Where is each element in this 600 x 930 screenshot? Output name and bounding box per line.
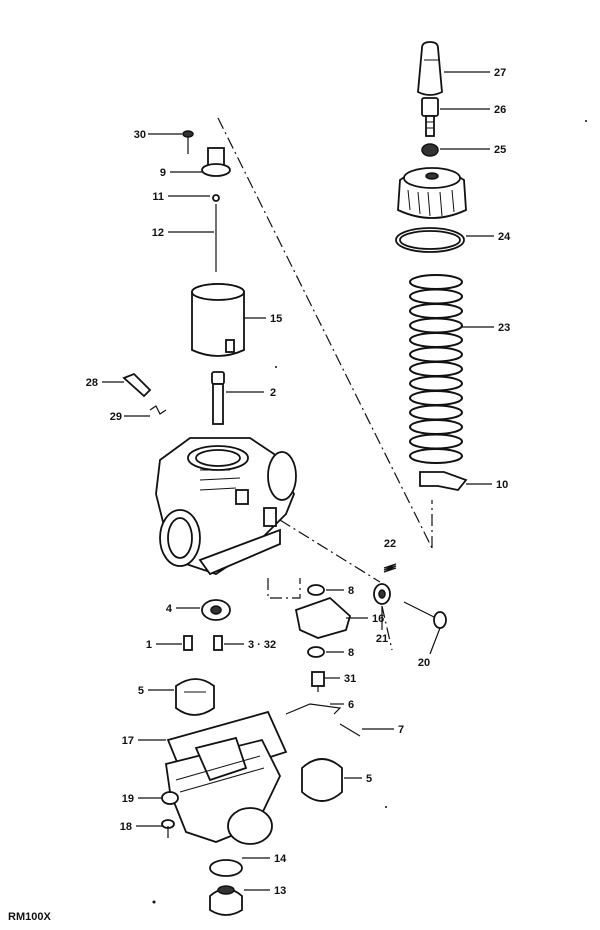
part-27-adjuster-cap — [417, 41, 443, 96]
spring-coil — [409, 288, 463, 305]
spring-coil — [409, 419, 463, 435]
callout-label-8b: 8 — [348, 647, 354, 659]
callout-label-3: 3 · 32 — [248, 639, 276, 651]
spring-coil — [409, 404, 463, 421]
spring-coil — [409, 303, 463, 319]
part-4-washer — [201, 599, 231, 621]
part-13-drain-plug — [209, 885, 243, 916]
spring-coil — [409, 448, 463, 464]
part-2-needle-jet — [211, 371, 225, 425]
callout-label-1: 1 — [146, 639, 152, 651]
spring-coil — [409, 390, 463, 406]
callout-label-25: 25 — [494, 144, 506, 156]
callout-label-29: 29 — [110, 411, 122, 423]
part-1-jet — [183, 635, 193, 651]
part-top-cap — [397, 167, 467, 219]
callout-label-5b: 5 — [366, 773, 372, 785]
part-5b-float — [301, 758, 343, 802]
callout-label-9: 9 — [160, 167, 166, 179]
callout-label-26: 26 — [494, 104, 506, 116]
part-25-nut — [421, 143, 439, 157]
part-8b-o-ring — [307, 646, 325, 658]
callout-label-21: 21 — [376, 633, 388, 645]
part-15-throttle-valve — [191, 283, 245, 357]
part-6-float-arm — [285, 703, 342, 715]
callout-label-13: 13 — [274, 885, 286, 897]
callout-label-30: 30 — [134, 129, 146, 141]
callout-label-4: 4 — [166, 603, 173, 615]
spring-coil — [409, 375, 463, 392]
spring-coil — [409, 274, 463, 290]
part-18-screw — [161, 819, 175, 838]
spring-coil — [409, 317, 463, 334]
callout-label-2: 2 — [270, 387, 276, 399]
callout-label-12: 12 — [152, 227, 164, 239]
callout-labels: 27 26 25 24 23 10 30 9 11 12 15 28 2 29 22 8 4 16 21 20 1 3 ·… — [86, 67, 511, 897]
callout-label-27: 27 — [494, 67, 506, 79]
part-carburetor-body — [155, 437, 297, 576]
part-22-spring — [383, 563, 397, 573]
part-11-clip — [212, 194, 220, 202]
callout-leader-20 — [429, 627, 441, 655]
callout-label-5a: 5 — [138, 685, 144, 697]
callout-label-31: 31 — [344, 673, 356, 685]
callout-label-19: 19 — [122, 793, 134, 805]
callout-label-22: 22 — [384, 538, 396, 550]
part-23-spring — [409, 274, 463, 464]
part-9-cap — [201, 147, 231, 177]
part-24-o-ring — [395, 227, 465, 253]
callout-label-7: 7 — [398, 724, 404, 736]
guide-lines — [217, 117, 433, 651]
spring-coil — [409, 361, 463, 377]
part-31-valve — [311, 671, 325, 692]
spring-coil — [409, 346, 463, 363]
callout-label-10: 10 — [496, 479, 508, 491]
stray-marks — [152, 120, 587, 904]
part-5a-float — [175, 678, 215, 716]
callout-label-20: 20 — [418, 657, 430, 669]
part-28-pilot-screw — [122, 372, 152, 398]
callout-label-24: 24 — [498, 231, 511, 243]
part-10-holder — [419, 471, 468, 491]
callout-label-14: 14 — [274, 853, 287, 865]
spring-coil — [409, 433, 463, 450]
spring-coil — [409, 332, 463, 348]
part-14-o-ring — [209, 859, 243, 877]
diagram-code: RM100X — [8, 911, 51, 923]
part-29-spring — [149, 405, 167, 415]
callout-label-23: 23 — [498, 322, 510, 334]
callout-label-11: 11 — [152, 191, 164, 203]
part-26-adjuster-bolt — [421, 97, 439, 137]
part-16-plate — [294, 596, 352, 639]
callout-label-15: 15 — [270, 313, 282, 325]
callout-label-8a: 8 — [348, 585, 354, 597]
part-21-washer — [373, 583, 391, 605]
part-20-screw — [403, 601, 447, 629]
part-30-screw — [182, 130, 194, 154]
callout-label-28: 28 — [86, 377, 98, 389]
part-8a-o-ring — [307, 584, 325, 596]
callout-label-6: 6 — [348, 699, 354, 711]
callout-label-17: 17 — [122, 735, 134, 747]
callout-label-16: 16 — [372, 613, 384, 625]
part-7-pin — [339, 723, 361, 737]
part-3-jet — [213, 635, 223, 651]
part-19-screw — [161, 791, 179, 805]
callout-label-18: 18 — [120, 821, 132, 833]
